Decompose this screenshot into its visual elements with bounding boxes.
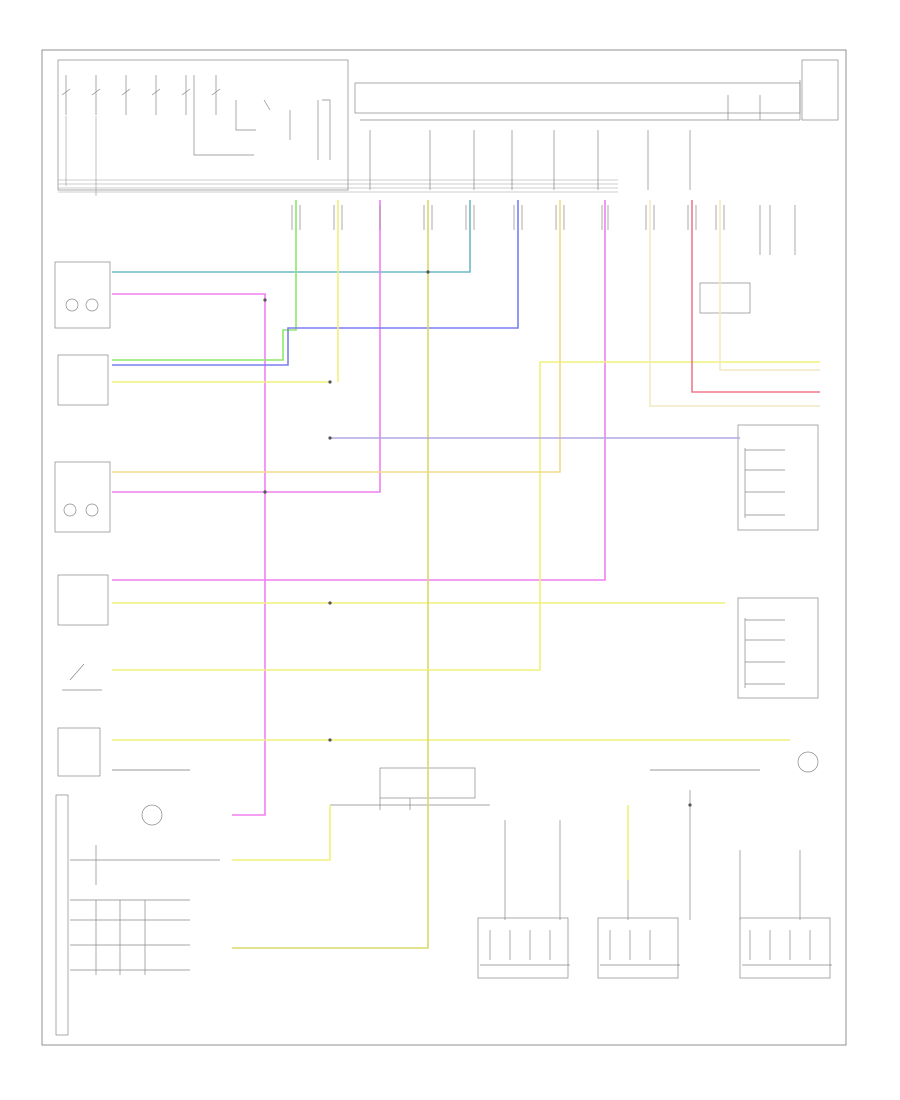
- lh-footwell-lamp: [57, 727, 101, 777]
- cluster-circuit: [70, 845, 220, 975]
- fuse-symbols: [61, 75, 331, 160]
- rh-rear-door-pins: [744, 618, 785, 688]
- wire-olive-long: [232, 200, 429, 949]
- splice-line: [330, 798, 490, 810]
- wire-red: [691, 200, 820, 393]
- wire-blue: [112, 200, 519, 366]
- lh-door-lock-switch: [57, 354, 109, 406]
- center-lamp-connector: [597, 917, 679, 979]
- rh-door-lock-switch: [57, 574, 109, 626]
- lh-rear-door-module: [737, 424, 819, 531]
- rh-center-lamp-connector: [739, 917, 831, 979]
- pin-ticks: [291, 205, 796, 255]
- distribution-bus: [58, 116, 618, 196]
- lh-power-mirror: [54, 261, 111, 329]
- lamp-feed-lines: [504, 790, 801, 920]
- splice-points: [263, 270, 692, 807]
- wire-amber: [112, 200, 561, 473]
- lh-rear-mirror: [54, 461, 111, 533]
- lh-center-lamp-connector: [477, 917, 569, 979]
- instrument-cluster-edge: [55, 794, 69, 1036]
- wire-pink-long: [112, 200, 606, 581]
- diagram-frame: [41, 49, 847, 1046]
- right-components: [699, 282, 819, 773]
- left-components: [54, 261, 220, 1036]
- control-module: [354, 59, 839, 190]
- door-ajar-switch: [62, 663, 102, 691]
- wire-yellow-lower: [232, 805, 331, 861]
- cluster-lamp: [141, 804, 163, 826]
- wire-yellow-loop: [112, 361, 820, 671]
- module-pins: [360, 80, 801, 190]
- fuse-panel: [57, 59, 618, 196]
- wire-cream-2: [719, 200, 820, 371]
- bottom-connectors: [330, 767, 832, 979]
- lh-rear-door-pins: [744, 448, 785, 518]
- fuse-panel-outline: [57, 59, 349, 191]
- wire-pink-mirror-feed: [112, 293, 266, 816]
- rh-footwell-lamp: [797, 751, 819, 773]
- colored-wires: [112, 200, 820, 949]
- wire-cream: [649, 200, 820, 407]
- control-module-header: [354, 82, 801, 114]
- wire-pink-upper: [112, 200, 381, 493]
- trunk-release-switch: [699, 282, 751, 314]
- wire-teal-mirror: [112, 200, 471, 273]
- wire-green: [112, 200, 297, 361]
- module-side-block: [801, 59, 839, 121]
- rh-rear-door-module: [737, 597, 819, 699]
